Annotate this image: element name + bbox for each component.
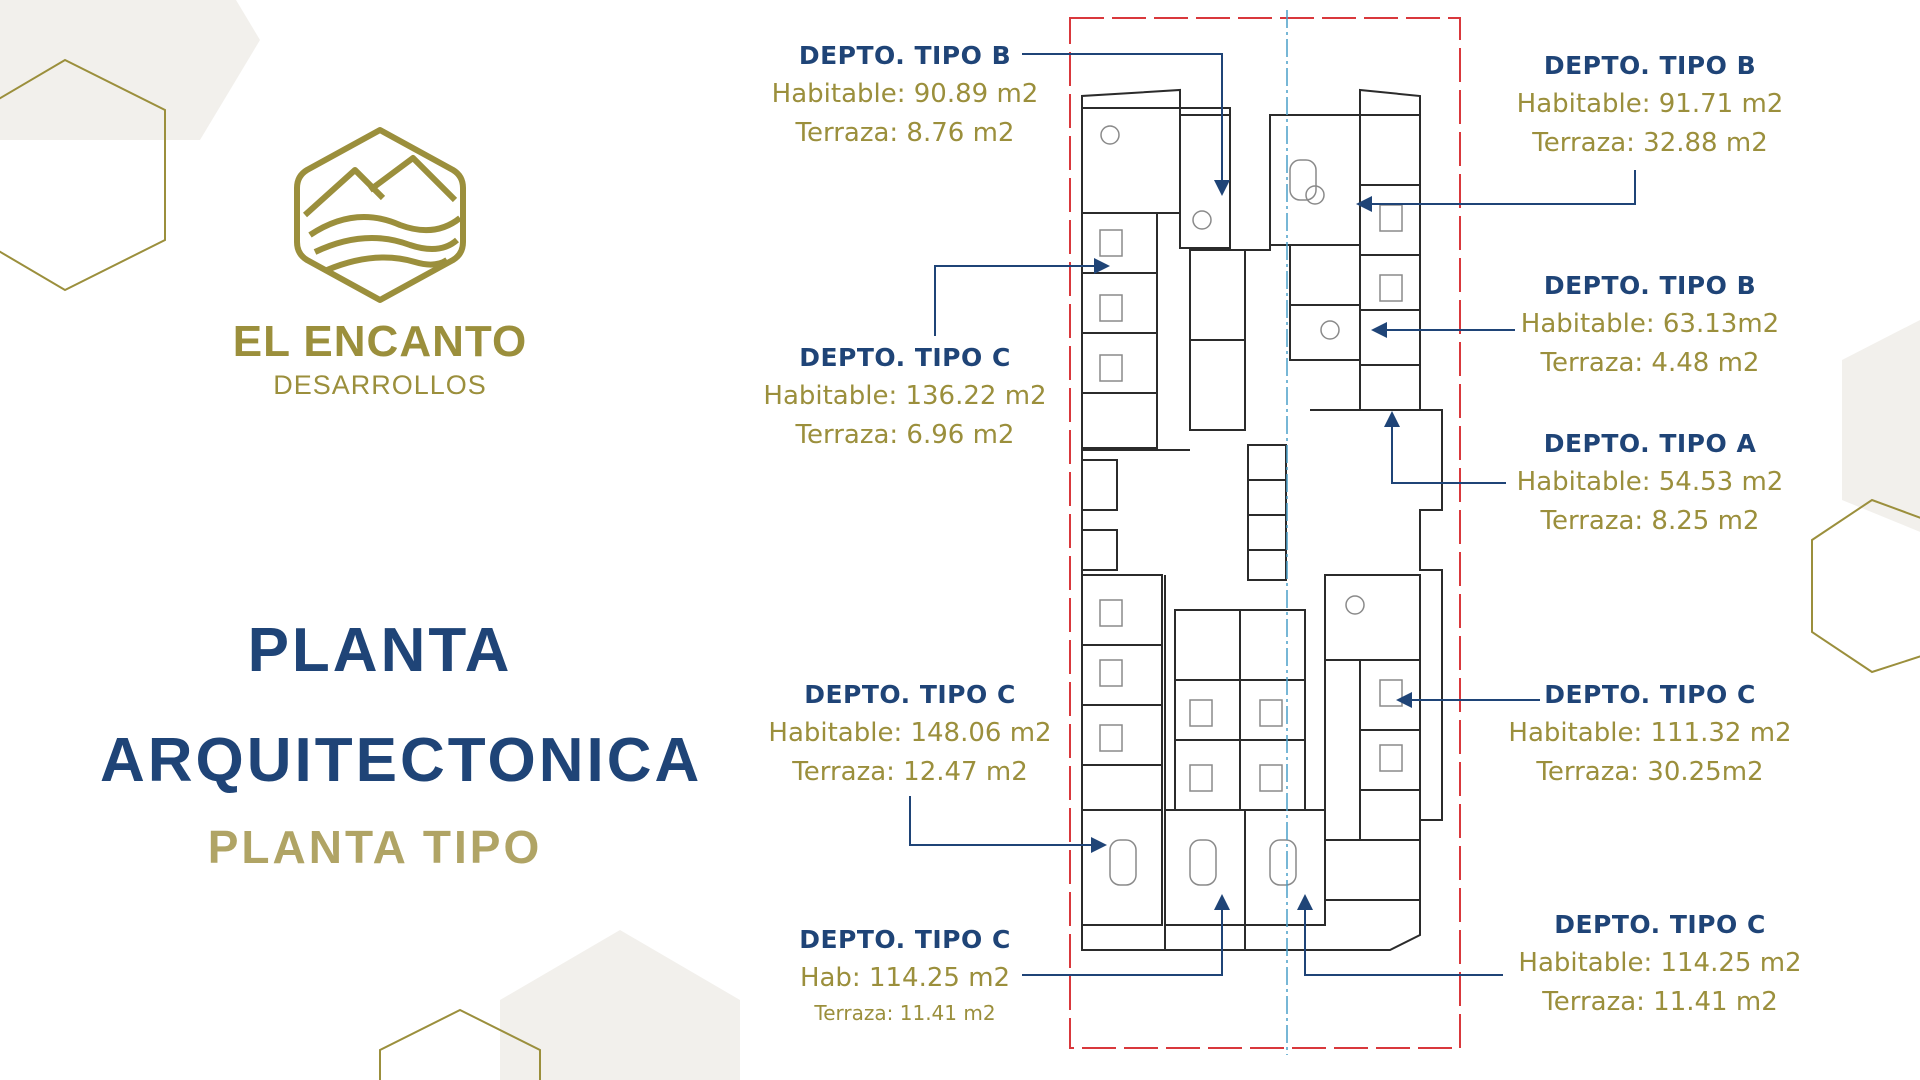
unit-type: DEPTO. TIPO C <box>1544 680 1756 709</box>
unit-area-habitable: Habitable: 54.53 m2 <box>1516 467 1784 497</box>
brand-logo: EL ENCANTO DESARROLLOS <box>200 120 560 401</box>
unit-area-habitable: Habitable: 148.06 m2 <box>768 718 1052 748</box>
page-title-line-1: PLANTA <box>247 616 513 685</box>
unit-area-terraza: Terraza: 4.48 m2 <box>1540 348 1760 378</box>
unit-label-tipo-b-1: DEPTO. TIPO B Habitable: 90.89 m2 Terraz… <box>745 36 1065 153</box>
hex-outline-right <box>1811 498 1920 674</box>
unit-label-tipo-c-3: DEPTO. TIPO C Hab: 114.25 m2 Terraza: 11… <box>745 920 1065 1028</box>
room <box>1081 809 1163 926</box>
page-title-line-2: ARQUITECTONICA <box>100 726 703 795</box>
unit-area-habitable: Hab: 114.25 m2 <box>799 963 1011 993</box>
unit-type: DEPTO. TIPO C <box>799 343 1011 372</box>
unit-type: DEPTO. TIPO C <box>799 925 1011 954</box>
unit-label-tipo-c-5: DEPTO. TIPO C Habitable: 114.25 m2 Terra… <box>1490 905 1830 1022</box>
leader-tipo-c-1 <box>934 258 1110 336</box>
leader-tipo-c-2 <box>909 796 1107 853</box>
unit-area-habitable: Habitable: 136.22 m2 <box>763 381 1047 411</box>
page-subtitle: PLANTA TIPO <box>207 821 543 873</box>
property-boundary <box>1069 17 1461 1049</box>
hex-fill-right <box>1842 320 1920 532</box>
unit-area-habitable: Habitable: 91.71 m2 <box>1516 89 1784 119</box>
unit-label-tipo-b-2: DEPTO. TIPO B Habitable: 91.71 m2 Terraz… <box>1490 46 1810 163</box>
room <box>1324 839 1421 901</box>
unit-area-habitable: Habitable: 114.25 m2 <box>1518 948 1802 978</box>
unit-type: DEPTO. TIPO B <box>1543 51 1757 80</box>
hex-fill-top-left <box>0 0 260 140</box>
room <box>1081 392 1158 449</box>
unit-area-terraza: Terraza: 8.76 m2 <box>795 118 1015 148</box>
unit-area-terraza: Terraza: 12.47 m2 <box>792 757 1028 787</box>
unit-type: DEPTO. TIPO A <box>1543 429 1757 458</box>
unit-label-tipo-c-2: DEPTO. TIPO C Habitable: 148.06 m2 Terra… <box>740 675 1080 792</box>
unit-area-terraza: Terraza: 11.41 m2 <box>1542 987 1778 1017</box>
unit-area-habitable: Habitable: 63.13m2 <box>1520 309 1780 339</box>
unit-area-habitable: Habitable: 90.89 m2 <box>771 79 1039 109</box>
unit-area-habitable: Habitable: 111.32 m2 <box>1508 718 1792 748</box>
unit-type: DEPTO. TIPO B <box>1543 271 1757 300</box>
leader-tipo-b-2 <box>1356 170 1636 212</box>
unit-area-terraza: Terraza: 32.88 m2 <box>1532 128 1768 158</box>
leader-tipo-c-5 <box>1297 894 1503 976</box>
unit-type: DEPTO. TIPO C <box>1554 910 1766 939</box>
unit-label-tipo-c-4: DEPTO. TIPO C Habitable: 111.32 m2 Terra… <box>1480 675 1820 792</box>
brand-name: EL ENCANTO <box>232 317 528 366</box>
elevator <box>1081 529 1118 571</box>
hex-outline-bottom-left <box>379 1008 541 1080</box>
unit-area-terraza: Terraza: 30.25m2 <box>1536 757 1764 787</box>
leader-tipo-b-1 <box>1022 53 1230 196</box>
mountain-hexagon-icon <box>294 127 466 303</box>
unit-label-tipo-b-3: DEPTO. TIPO B Habitable: 63.13m2 Terraza… <box>1490 266 1810 383</box>
unit-type: DEPTO. TIPO B <box>798 41 1012 70</box>
brand-subtitle: DESARROLLOS <box>273 370 487 400</box>
room <box>1189 339 1246 431</box>
unit-type: DEPTO. TIPO C <box>804 680 1016 709</box>
unit-area-terraza: Terraza: 8.25 m2 <box>1540 506 1760 536</box>
stair <box>1247 549 1287 581</box>
floor-plan <box>1069 10 1461 1055</box>
elevator <box>1081 459 1118 511</box>
leader-tipo-a <box>1384 411 1506 484</box>
leader-tipo-c-3 <box>1022 894 1230 976</box>
hex-outline-top-left <box>0 58 166 292</box>
room <box>1179 107 1231 249</box>
unit-label-tipo-a: DEPTO. TIPO A Habitable: 54.53 m2 Terraz… <box>1490 424 1810 541</box>
unit-area-terraza: Terraza: 6.96 m2 <box>795 420 1015 450</box>
unit-area-terraza: Terraza: 11.41 m2 <box>814 1001 996 1025</box>
unit-label-tipo-c-1: DEPTO. TIPO C Habitable: 136.22 m2 Terra… <box>735 338 1075 455</box>
hex-fill-bottom-left <box>500 930 740 1080</box>
